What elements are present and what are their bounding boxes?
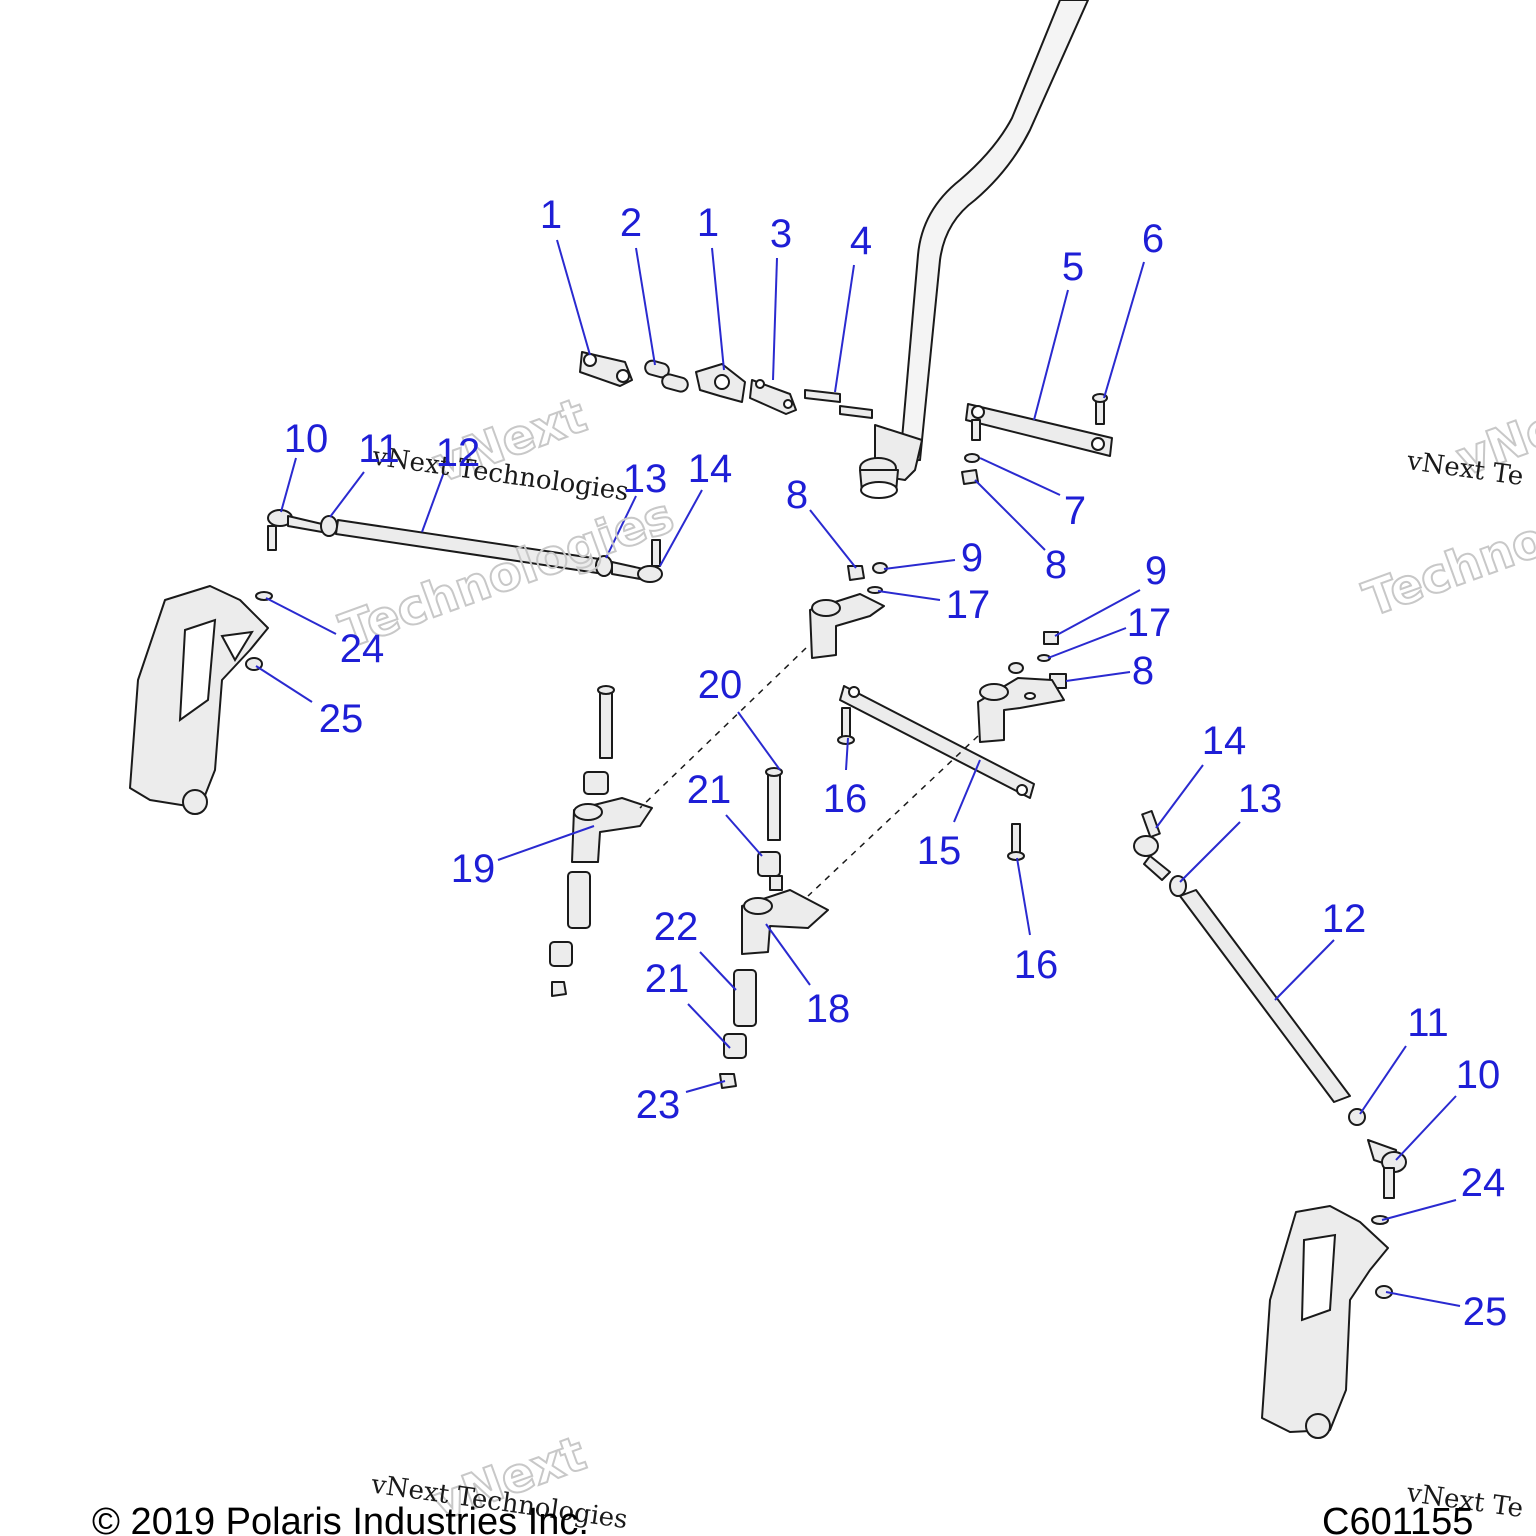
upper-linkage-parts (579, 351, 873, 419)
left-pivot-stack (549, 685, 653, 997)
center-link (837, 685, 1035, 861)
footer: © 2019 Polaris Industries Inc. C601155 (92, 1501, 1473, 1536)
callout-label: 3 (770, 212, 792, 256)
callout-label: 11 (1407, 1001, 1449, 1045)
callout-label: 9 (1145, 549, 1167, 593)
callout-label: 4 (850, 219, 872, 263)
callout-label: 21 (645, 957, 690, 1001)
callout-label: 19 (451, 847, 496, 891)
callout-label: 16 (823, 777, 868, 821)
callout-label: 14 (1202, 719, 1247, 763)
callout-label: 10 (284, 417, 329, 461)
callout-label: 14 (688, 447, 733, 491)
drawing-number: C601155 (1322, 1501, 1473, 1536)
callout-label: 10 (1456, 1053, 1501, 1097)
callout-label: 1 (697, 201, 719, 245)
callout-label: 12 (436, 431, 481, 475)
steering-column (859, 0, 1090, 499)
callout-label: 5 (1062, 245, 1084, 289)
callout-label: 20 (698, 663, 743, 707)
callout-label: 8 (1132, 649, 1154, 693)
callout-label: 21 (687, 768, 732, 812)
callout-label: 24 (340, 627, 385, 671)
callout-label: 6 (1142, 217, 1164, 261)
copyright-text: © 2019 Polaris Industries Inc. (92, 1501, 589, 1536)
callout-label: 11 (358, 427, 400, 471)
callout-label: 17 (946, 583, 991, 627)
watermark-right-brand-bottom: Technolo (1356, 494, 1536, 628)
callout-label: 17 (1127, 601, 1172, 645)
callout-label: 18 (806, 987, 851, 1031)
alignment-lines (639, 647, 979, 897)
upper-pivot-brackets (809, 593, 1065, 743)
right-knuckle (1261, 1205, 1393, 1439)
right-tie-rod (1133, 810, 1407, 1199)
callout-label: 24 (1461, 1161, 1506, 1205)
callout-label: 15 (917, 829, 962, 873)
callout-label: 25 (1463, 1290, 1508, 1334)
callout-label: 8 (1045, 543, 1067, 587)
leader-lines (255, 239, 1461, 1307)
watermark: vNext Technologies vNext Technologies vN… (332, 386, 1536, 1535)
callout-label: 2 (620, 201, 642, 245)
callout-label: 8 (786, 473, 808, 517)
right-pivot-stack (719, 767, 829, 1089)
callout-label: 22 (654, 905, 699, 949)
callout-labels: 1 2 1 3 4 5 6 7 8 8 9 17 9 17 8 10 11 12… (284, 193, 1508, 1334)
callout-label: 23 (636, 1083, 681, 1127)
callout-label: 13 (1238, 777, 1283, 821)
callout-label: 1 (540, 193, 562, 237)
left-tie-rod (267, 509, 663, 583)
callout-label: 13 (623, 457, 668, 501)
left-knuckle (129, 585, 273, 815)
callout-label: 12 (1322, 897, 1367, 941)
callout-label: 16 (1014, 943, 1059, 987)
callout-label: 9 (961, 536, 983, 580)
callout-label: 25 (319, 697, 364, 741)
callout-label: 7 (1064, 489, 1086, 533)
upper-right-arm (961, 393, 1113, 485)
